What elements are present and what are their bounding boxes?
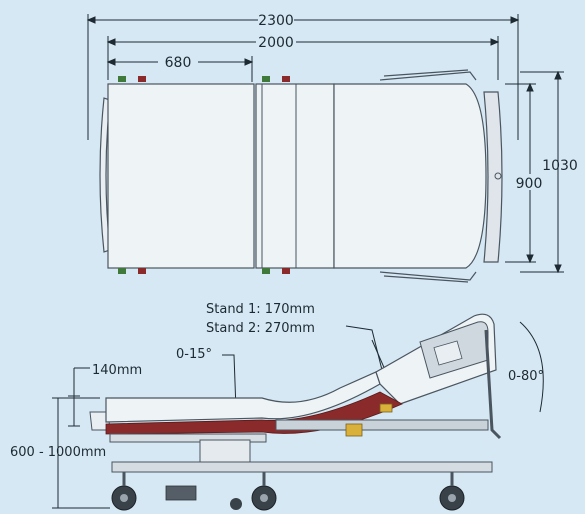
dim-label-bg [514, 174, 544, 190]
headboard-control-panel [433, 340, 463, 366]
dim-total-width [520, 70, 564, 274]
top-view: 2300 2000 680 1030 [86, 10, 578, 283]
head-side-rails [379, 69, 477, 283]
dim-total-length [86, 14, 520, 140]
rail-connectors-top [118, 76, 290, 274]
extension-dimension-line [345, 325, 387, 373]
casters [111, 472, 465, 511]
dim-mattress-width-label: 900 [516, 176, 543, 192]
dim-total-width-label: 1030 [542, 158, 578, 174]
mattress-foot-section [107, 83, 255, 269]
foot-tilt-leader [222, 354, 237, 411]
actuator-yellow [345, 423, 363, 437]
bed-height-dimension [52, 397, 110, 509]
dim-head-section-label: 680 [165, 55, 192, 71]
dim-label-bg [258, 10, 294, 26]
actuator-yellow-small [379, 403, 393, 413]
push-handle [484, 329, 502, 440]
mattress-knee-section [255, 83, 335, 269]
headboard-top [483, 91, 503, 263]
dim-label-bg [158, 53, 198, 69]
dim-mattress-width [505, 82, 536, 264]
lift-column-box [199, 439, 251, 465]
dim-label-bg [256, 33, 296, 49]
headboard-pivot [494, 172, 502, 180]
extension-stand-2-label: Stand 2: 270mm [206, 321, 315, 336]
rail-height-dimension [68, 367, 90, 427]
foot-tilt-label: 0-15° [176, 347, 212, 362]
dim-mattress-length-label: 2000 [258, 35, 294, 51]
back-angle-arc [519, 321, 544, 413]
extension-stand-1-label: Stand 1: 170mm [206, 302, 315, 317]
mattress-back-section [333, 83, 487, 269]
dim-mattress-length [106, 36, 500, 80]
dim-total-length-label: 2300 [258, 13, 294, 29]
rail-height-label: 140mm [92, 363, 142, 378]
bed-chassis [111, 461, 493, 473]
battery-box [165, 485, 197, 501]
chassis-beam [275, 419, 489, 431]
back-angle-label: 0-80° [508, 369, 544, 384]
bed-base-frame [109, 433, 267, 443]
side-view: Stand 1: 170mm Stand 2: 270mm 0-15° 140m… [10, 302, 544, 511]
